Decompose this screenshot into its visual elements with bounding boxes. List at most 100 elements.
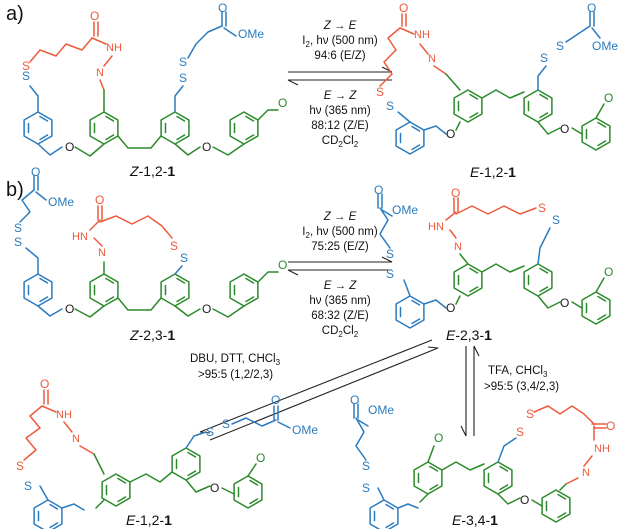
molecule-e34: O O S S O OMe S S O NH N — [350, 393, 615, 529]
atom-s: S — [170, 239, 178, 253]
cond-b-fwd-line2: 75:25 (E/Z) — [311, 241, 369, 253]
panel-label-a: a) — [6, 3, 24, 25]
atom-s: S — [516, 425, 524, 439]
atom-s: S — [179, 71, 187, 85]
atom-s: S — [362, 481, 370, 495]
atom-o: O — [65, 140, 74, 154]
compound-label-e12-top: E-1,2-1 — [470, 164, 516, 180]
atom-nh: NH — [414, 29, 430, 41]
atom-o: O — [218, 1, 227, 15]
atom-o: O — [31, 165, 40, 179]
atom-o: O — [271, 393, 280, 407]
atom-s: S — [362, 459, 370, 473]
atom-o: O — [256, 451, 265, 465]
compound-label-z23: Z-2,3-1 — [129, 327, 175, 343]
atom-s: S — [538, 201, 546, 215]
compound-label-e12-bottom: E-1,2-1 — [126, 512, 172, 528]
atom-o: O — [606, 419, 615, 433]
cond-dtt-line1: DBU, DTT, CHCl3 — [190, 353, 281, 367]
conditions-a: Z → E I2, hν (500 nm) 94:6 (E/Z) E → Z h… — [287, 20, 393, 149]
cond-a-rev-title: E → Z — [324, 90, 358, 102]
cond-b-fwd-title: Z → E — [323, 211, 357, 223]
molecule-z23: O O O S S O OMe N HN O S S — [14, 165, 287, 318]
compound-label-e23: E-2,3-1 — [446, 327, 492, 343]
atom-nh: NH — [106, 42, 122, 54]
atom-s: S — [222, 417, 230, 431]
atom-s: S — [386, 99, 394, 113]
cond-a-rev-line2: 88:12 (Z/E) — [311, 120, 369, 132]
atom-o: O — [560, 122, 569, 136]
cond-tfa-line2: >95:5 (3,4/2,3) — [484, 381, 559, 393]
atom-o: O — [278, 258, 287, 272]
atom-s: S — [16, 459, 24, 473]
atom-ome: OMe — [592, 39, 618, 53]
atom-s: S — [206, 425, 214, 439]
cond-a-fwd-line1: I2, hν (500 nm) — [302, 35, 378, 49]
cond-b-solvent: CD2Cl2 — [322, 325, 359, 339]
atom-s: S — [22, 59, 30, 73]
molecule-e23: O O O S S O OMe N HN O S S — [374, 183, 613, 329]
molecule-e12-top: O O O S S O NH N S S O OMe — [376, 1, 618, 155]
atom-s: S — [556, 39, 564, 53]
atom-o: O — [446, 301, 455, 315]
atom-o: O — [520, 493, 529, 507]
atom-o: O — [587, 1, 596, 15]
atom-ome: OMe — [368, 403, 394, 417]
atom-s: S — [14, 235, 22, 249]
atom-n: N — [428, 53, 436, 65]
atom-s: S — [540, 51, 548, 65]
atom-n: N — [454, 241, 462, 253]
atom-o: O — [202, 302, 211, 316]
atom-n: N — [98, 247, 106, 259]
molecule-z12: O O O S S O NH N S S O OMe — [22, 1, 287, 157]
conditions-b: Z → E I2, hν (500 nm) 75:25 (E/Z) E → Z … — [287, 211, 393, 339]
atom-o: O — [95, 193, 104, 207]
atom-ome: OMe — [238, 27, 264, 41]
atom-n: N — [72, 433, 80, 445]
atom-n: N — [96, 67, 104, 79]
cond-a-fwd-line2: 94:6 (E/Z) — [314, 50, 365, 62]
atom-o: O — [278, 96, 287, 110]
atom-nh: NH — [594, 443, 610, 455]
atom-o: O — [40, 377, 49, 391]
atom-s: S — [386, 247, 394, 261]
atom-ome: OMe — [48, 195, 74, 209]
cond-b-rev-line2: 68:32 (Z/E) — [311, 310, 369, 322]
cond-b-rev-line1: hν (365 nm) — [309, 295, 371, 307]
cond-tfa-line1: TFA, CHCl3 — [488, 365, 548, 379]
molecule-e12-bottom: O O S S O NH N S S O OMe — [16, 377, 318, 529]
atom-s: S — [180, 251, 188, 265]
atom-s: S — [526, 407, 534, 421]
atom-nh: NH — [56, 409, 72, 421]
atom-o: O — [65, 302, 74, 316]
atom-s: S — [376, 85, 384, 99]
atom-s: S — [552, 213, 560, 227]
cond-a-solvent: CD2Cl2 — [322, 135, 359, 149]
atom-o: O — [202, 140, 211, 154]
cond-a-fwd-title: Z → E — [323, 20, 357, 32]
cond-dtt-line2: >95:5 (1,2/2,3) — [198, 369, 273, 381]
atom-s: S — [22, 69, 30, 83]
atom-o: O — [451, 186, 460, 200]
atom-o: O — [446, 127, 455, 141]
atom-n: N — [582, 467, 590, 479]
atom-hn: HN — [428, 221, 444, 233]
atom-o: O — [399, 1, 408, 15]
atom-s: S — [14, 221, 22, 235]
atom-s: S — [179, 55, 187, 69]
compound-label-z12: Z-1,2-1 — [129, 163, 175, 179]
compound-label-e34: E-3,4-1 — [452, 512, 498, 528]
atom-ome: OMe — [392, 203, 418, 217]
atom-o: O — [604, 265, 613, 279]
atom-ome: OMe — [292, 423, 318, 437]
atom-o: O — [560, 296, 569, 310]
atom-s: S — [24, 479, 32, 493]
atom-o: O — [374, 183, 383, 197]
equilibrium-arrows-bottom: DBU, DTT, CHCl3 >95:5 (1,2/2,3) TFA, CHC… — [190, 339, 559, 441]
atom-s: S — [386, 267, 394, 281]
cond-a-rev-line1: hν (365 nm) — [309, 105, 371, 117]
atom-o: O — [434, 431, 443, 445]
cond-b-fwd-line1: I2, hν (500 nm) — [302, 226, 378, 240]
atom-o: O — [210, 481, 219, 495]
